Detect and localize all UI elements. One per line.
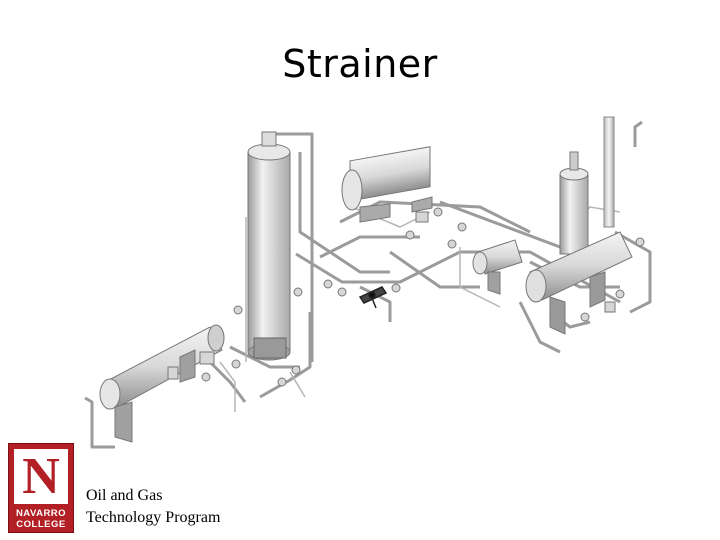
right-horizontal-vessel	[525, 231, 633, 335]
vertical-separator-tower	[247, 131, 291, 361]
logo-line-2: COLLEGE	[16, 519, 66, 530]
strainer-icon	[358, 286, 388, 309]
program-line-2: Technology Program	[86, 509, 221, 526]
navarro-college-logo: N NAVARRO COLLEGE	[8, 443, 74, 533]
slide-title: Strainer	[282, 42, 438, 86]
program-name: Oil and Gas Technology Program	[86, 485, 220, 529]
process-piping-diagram	[84, 116, 652, 449]
logo-line-1: NAVARRO	[15, 508, 67, 519]
small-middle-vessel	[472, 239, 523, 295]
right-vertical-column	[559, 116, 615, 255]
lower-left-horizontal-vessel	[99, 324, 225, 443]
logo-letter: N	[14, 449, 68, 504]
valve-fittings	[167, 207, 645, 387]
program-line-1: Oil and Gas	[86, 487, 163, 504]
upper-horizontal-vessel	[341, 146, 433, 223]
